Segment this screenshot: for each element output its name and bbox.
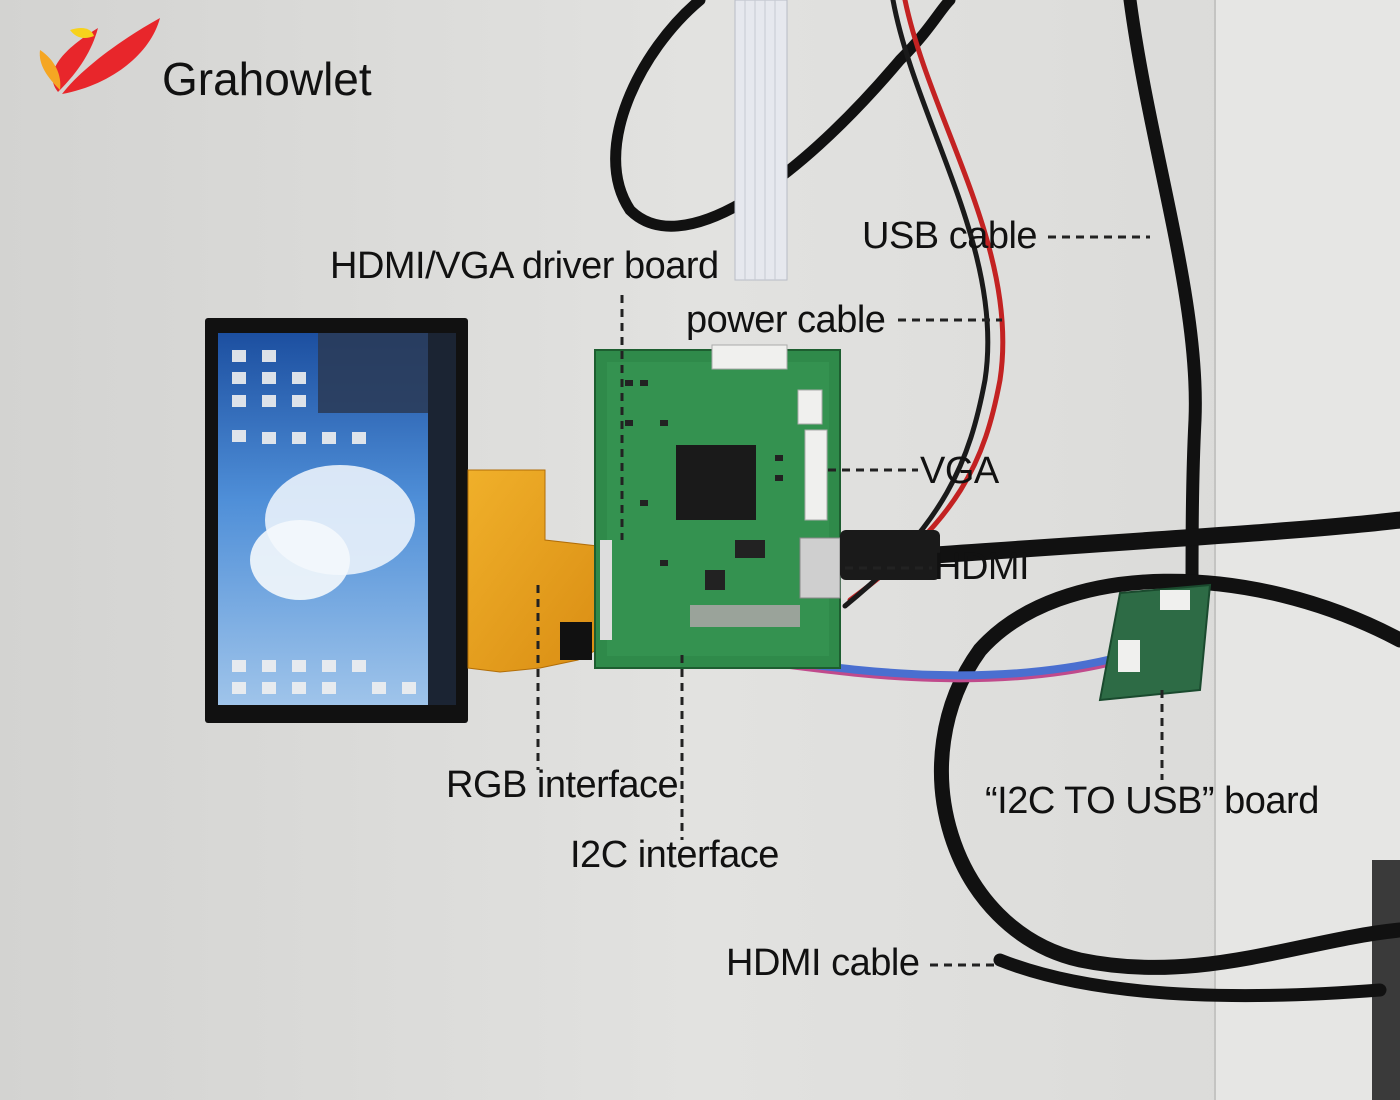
- fpc-socket: [600, 540, 612, 640]
- loop-cable: [610, 0, 956, 232]
- hdmi-cable-wire: [926, 511, 1400, 564]
- lcd-taskbar: [428, 333, 456, 705]
- label-power-cable: power cable: [686, 299, 886, 341]
- label-vga: VGA: [920, 450, 999, 492]
- hdmi-plug: [840, 530, 940, 580]
- label-rgb-interface: RGB interface: [446, 764, 679, 806]
- cables: [610, 0, 1400, 1003]
- driver-chip: [676, 445, 756, 520]
- desktop-icons: [232, 350, 416, 694]
- i2c-to-usb-board: [1098, 583, 1212, 702]
- flame-logo-icon: [39, 18, 160, 94]
- power-cable-black: [842, 0, 991, 609]
- label-hdmi-vga-driver-board: HDMI/VGA driver board: [330, 245, 719, 287]
- hdmi-cable-loop: [934, 573, 1400, 975]
- label-i2c-interface: I2C interface: [570, 834, 779, 876]
- hdmi-cable-lower: [993, 953, 1387, 1003]
- label-usb-cable: USB cable: [862, 215, 1038, 257]
- label-hdmi: HDMI: [934, 546, 1030, 588]
- lcd-display: [205, 318, 468, 723]
- small-connector: [797, 389, 823, 425]
- power-cable-red: [847, 0, 1006, 603]
- brand-name: Grahowlet: [162, 53, 372, 105]
- label-hdmi-cable: HDMI cable: [726, 942, 920, 984]
- driver-board: [594, 344, 940, 669]
- callout-lines: [536, 235, 1164, 967]
- white-connector-top: [711, 344, 788, 370]
- wall-right-panel: [1215, 0, 1400, 1100]
- fpc-chip: [560, 622, 592, 660]
- wall-dark-edge: [1372, 860, 1400, 1100]
- hdmi-port: [799, 537, 841, 599]
- label-i2c-to-usb-board: “I2C TO USB” board: [985, 780, 1319, 822]
- ribbon-cable-top: [734, 0, 788, 281]
- board-bottom-strip: [690, 605, 800, 627]
- vga-connector: [804, 429, 828, 521]
